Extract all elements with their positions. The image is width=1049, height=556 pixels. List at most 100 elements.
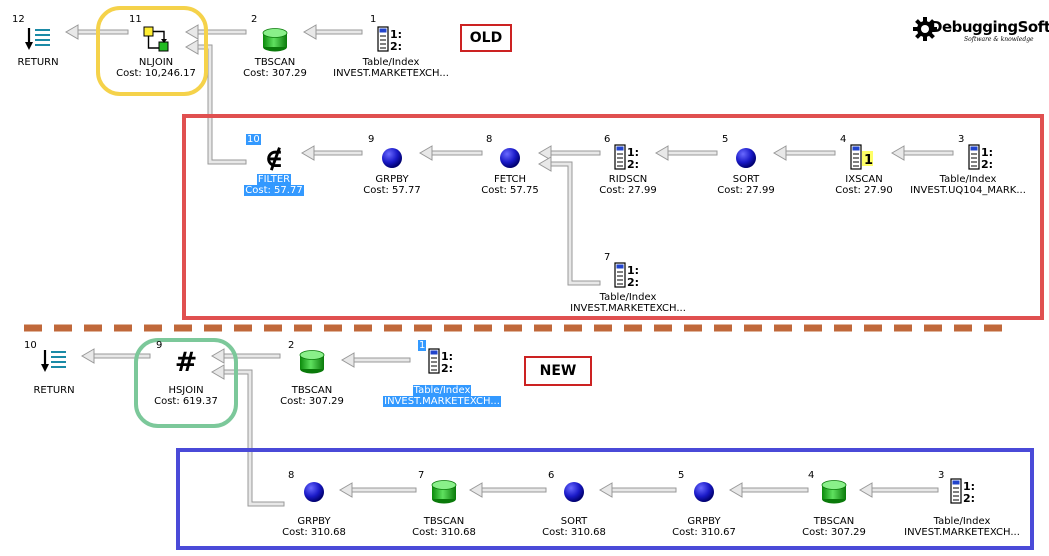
- node-cost: Cost: 27.99: [717, 185, 775, 196]
- node-id: 3: [938, 470, 945, 481]
- node-id: 8: [486, 134, 493, 145]
- table-index-icon: [613, 260, 643, 290]
- node-id: 9: [156, 340, 163, 351]
- node-operator: FETCH: [493, 174, 527, 185]
- node-cost: Cost: 310.68: [542, 527, 606, 538]
- node-id: 7: [418, 470, 425, 481]
- grpby-icon: [299, 476, 329, 506]
- node-operator: GRPBY: [375, 174, 409, 185]
- tbscan-icon: [297, 346, 327, 376]
- table-index-icon: [967, 142, 997, 172]
- node-operator: SORT: [732, 174, 760, 185]
- node-id: 9: [368, 134, 375, 145]
- table-index-icon: [427, 346, 457, 376]
- node-id: 3: [958, 134, 965, 145]
- node-object: INVEST.UQ104_MARK...: [910, 185, 1026, 196]
- node-cost: Cost: 10,246.17: [116, 68, 196, 79]
- node-cost: Cost: 310.67: [672, 527, 736, 538]
- logo-text: DebuggingSoft: [930, 18, 1049, 36]
- logo-tagline: Software & knowledge: [964, 36, 1034, 43]
- edge-old-1-2: [309, 29, 363, 35]
- ixscan-icon: [849, 142, 879, 172]
- node-cost: Cost: 310.68: [282, 527, 346, 538]
- old-join-highlight: [96, 6, 208, 96]
- grpby-icon: [689, 476, 719, 506]
- node-cost: Cost: 57.75: [481, 185, 539, 196]
- node-id: 11: [129, 14, 142, 25]
- node-id: 7: [604, 252, 611, 263]
- return-icon: [23, 24, 53, 54]
- new-join-highlight: [134, 338, 238, 428]
- node-id: 4: [808, 470, 815, 481]
- node-id: 5: [722, 134, 729, 145]
- node-operator: RIDSCN: [608, 174, 648, 185]
- node-id: 6: [604, 134, 611, 145]
- node-id: 10: [24, 340, 37, 351]
- node-operator: IXSCAN: [845, 174, 883, 185]
- node-id: 2: [251, 14, 258, 25]
- fetch-icon: [495, 142, 525, 172]
- node-operator: SORT: [560, 516, 588, 527]
- node-id: 1: [370, 14, 377, 25]
- node-id: 12: [12, 14, 25, 25]
- hsjoin-icon: [171, 346, 201, 376]
- node-id: 2: [288, 340, 295, 351]
- node-id: 5: [678, 470, 685, 481]
- node-id: 10: [246, 134, 261, 145]
- node-cost: Cost: 57.77: [363, 185, 421, 196]
- old-label: OLD: [460, 24, 512, 52]
- debuggingsoft-logo: DebuggingSoft Software & knowledge: [912, 12, 1049, 48]
- sort-icon: [559, 476, 589, 506]
- node-operator: Table/Index: [412, 385, 472, 396]
- edge-new-1-2: [347, 357, 411, 363]
- return-icon: [39, 346, 69, 376]
- node-cost: Cost: 57.77: [244, 185, 304, 196]
- tbscan-icon: [819, 476, 849, 506]
- node-operator: GRPBY: [687, 516, 721, 527]
- node-id: 4: [840, 134, 847, 145]
- node-object: INVEST.MARKETEXCH...: [904, 527, 1020, 538]
- node-operator: Table/Index: [939, 174, 997, 185]
- node-cost: Cost: 310.68: [412, 527, 476, 538]
- new-subplan-frame: [176, 448, 1034, 550]
- old-new-divider: [24, 324, 1004, 332]
- table-index-icon: [376, 24, 406, 54]
- node-operator: RETURN: [17, 57, 59, 68]
- old-subplan-frame: [182, 114, 1044, 320]
- node-cost: Cost: 307.29: [280, 396, 344, 407]
- table-index-icon: [949, 476, 979, 506]
- node-operator: GRPBY: [297, 516, 331, 527]
- node-operator: TBSCAN: [813, 516, 855, 527]
- sort-icon: [731, 142, 761, 172]
- node-cost: Cost: 307.29: [243, 68, 307, 79]
- node-cost: Cost: 619.37: [154, 396, 218, 407]
- node-cost: Cost: 307.29: [802, 527, 866, 538]
- node-operator: TBSCAN: [423, 516, 465, 527]
- node-object: INVEST.MARKETEXCH...: [333, 68, 449, 79]
- node-operator: RETURN: [33, 385, 75, 396]
- new-label: NEW: [524, 356, 592, 386]
- node-cost: Cost: 27.99: [599, 185, 657, 196]
- node-object: INVEST.MARKETEXCH...: [383, 396, 501, 407]
- node-operator: Table/Index: [599, 292, 657, 303]
- node-operator: TBSCAN: [291, 385, 333, 396]
- node-id: 8: [288, 470, 295, 481]
- node-operator: FILTER: [256, 174, 292, 185]
- grpby-icon: [377, 142, 407, 172]
- node-operator: TBSCAN: [254, 57, 296, 68]
- tbscan-icon: [429, 476, 459, 506]
- node-operator: Table/Index: [933, 516, 991, 527]
- ridscn-icon: [613, 142, 643, 172]
- gear-icon: [913, 17, 937, 41]
- node-object: INVEST.MARKETEXCH...: [570, 303, 686, 314]
- filter-icon: [259, 142, 289, 172]
- node-operator: HSJOIN: [168, 385, 204, 396]
- node-cost: Cost: 27.90: [835, 185, 893, 196]
- tbscan-icon: [260, 24, 290, 54]
- node-operator: Table/Index: [362, 57, 420, 68]
- node-id: 6: [548, 470, 555, 481]
- nljoin-icon: [141, 24, 171, 54]
- node-id: 1: [418, 340, 427, 351]
- node-operator: NLJOIN: [138, 57, 174, 68]
